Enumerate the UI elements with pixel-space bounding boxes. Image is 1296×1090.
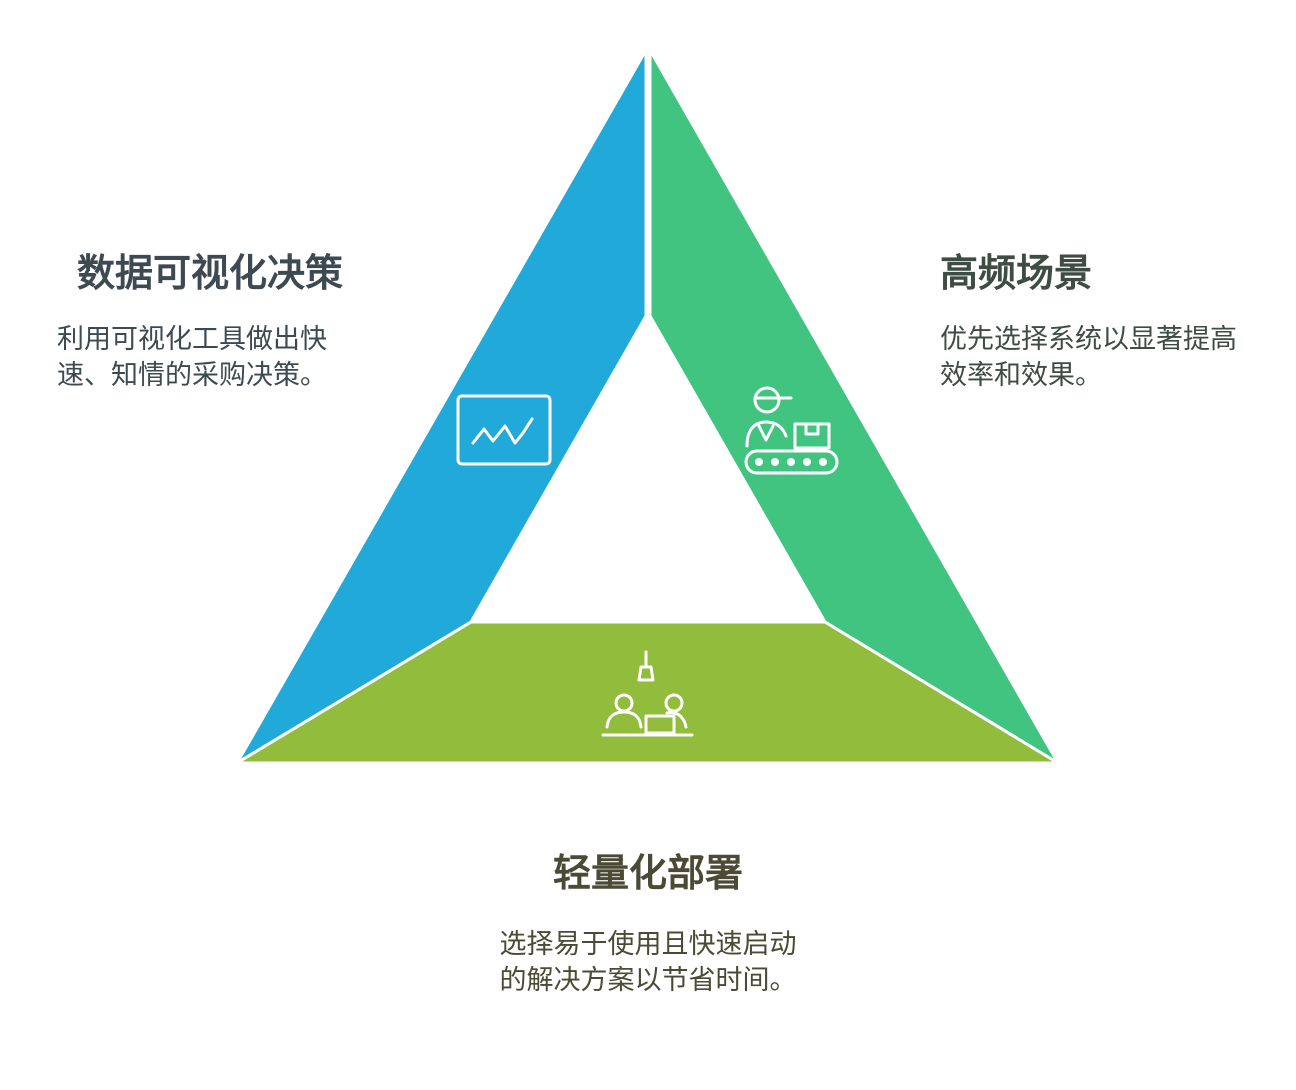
description-high-frequency: 优先选择系统以显著提高效率和效果。 xyxy=(940,324,1237,391)
line-chart-monitor-icon xyxy=(456,394,552,466)
team-meeting-icon xyxy=(601,650,694,737)
description-visual-decision: 利用可视化工具做出快速、知情的采购决策。 xyxy=(57,324,327,391)
heading-high-frequency: 高频场景 xyxy=(940,251,1093,295)
heading-lightweight-deploy: 轻量化部署 xyxy=(552,851,743,895)
worker-conveyor-icon xyxy=(744,386,839,475)
heading-visual-decision: 数据可视化决策 xyxy=(77,251,344,295)
segment-bottom xyxy=(235,620,1060,765)
description-lightweight-deploy: 选择易于使用且快速启动的解决方案以节省时间。 xyxy=(499,929,797,996)
